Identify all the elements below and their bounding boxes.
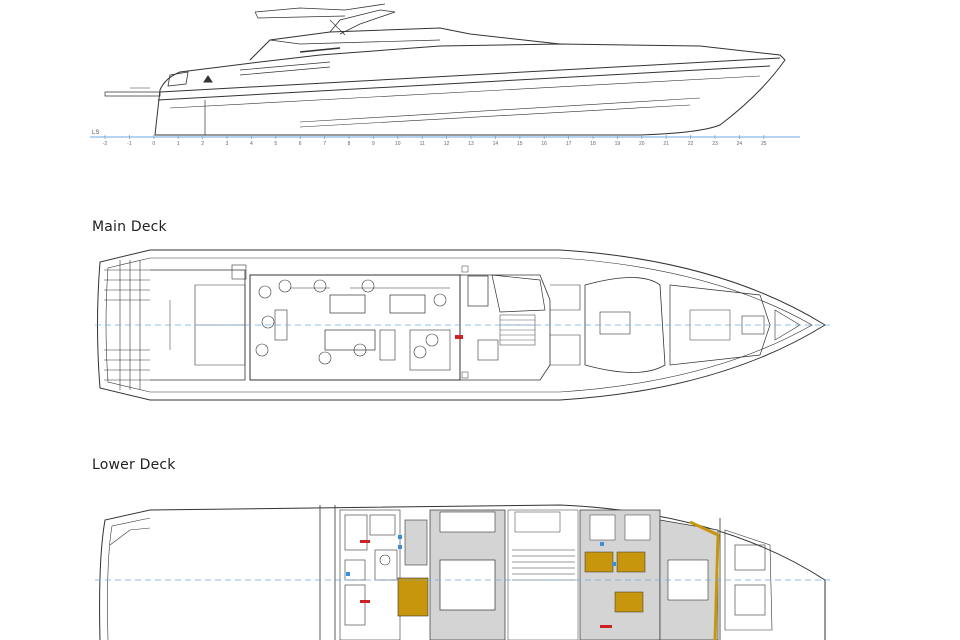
station-label: 16: [541, 141, 547, 147]
station-label: 14: [493, 141, 499, 147]
station-label: 5: [274, 141, 277, 147]
station-label: 18: [590, 141, 596, 147]
main-deck-plan: [95, 249, 830, 401]
station-label: 0: [152, 141, 155, 147]
superstructure-outline: [249, 27, 561, 61]
station-label: 6: [299, 141, 302, 147]
station-label: 10: [395, 141, 401, 147]
lower-deck-label: Lower Deck: [92, 457, 176, 473]
station-label: 7: [323, 141, 326, 147]
station-label: 23: [712, 141, 718, 147]
hull-outline: [154, 43, 786, 136]
station-label: 11: [420, 141, 425, 147]
station-label: 17: [566, 141, 572, 147]
station-label: -2: [103, 141, 108, 147]
station-label: 1: [177, 141, 180, 147]
station-label: 12: [444, 141, 450, 147]
station-label: 19: [615, 141, 621, 147]
station-label: 21: [663, 141, 669, 147]
lower-deck-plan: [95, 504, 830, 640]
lower-deck-hull-outline: [99, 504, 826, 640]
main-deck-label: Main Deck: [92, 219, 167, 235]
station-label: 22: [688, 141, 694, 147]
station-label: 4: [250, 141, 253, 147]
station-label: 8: [348, 141, 351, 147]
station-label: 24: [737, 141, 743, 147]
main-deck-hull-outline: [97, 249, 826, 401]
station-label: 25: [761, 141, 767, 147]
station-label: 9: [372, 141, 375, 147]
station-label: 20: [639, 141, 645, 147]
station-label: -1: [127, 141, 132, 147]
station-label: 15: [517, 141, 523, 147]
station-label: 2: [201, 141, 204, 147]
station-label: 3: [226, 141, 229, 147]
baseline-label: LS: [92, 130, 99, 136]
station-label: 13: [468, 141, 474, 147]
